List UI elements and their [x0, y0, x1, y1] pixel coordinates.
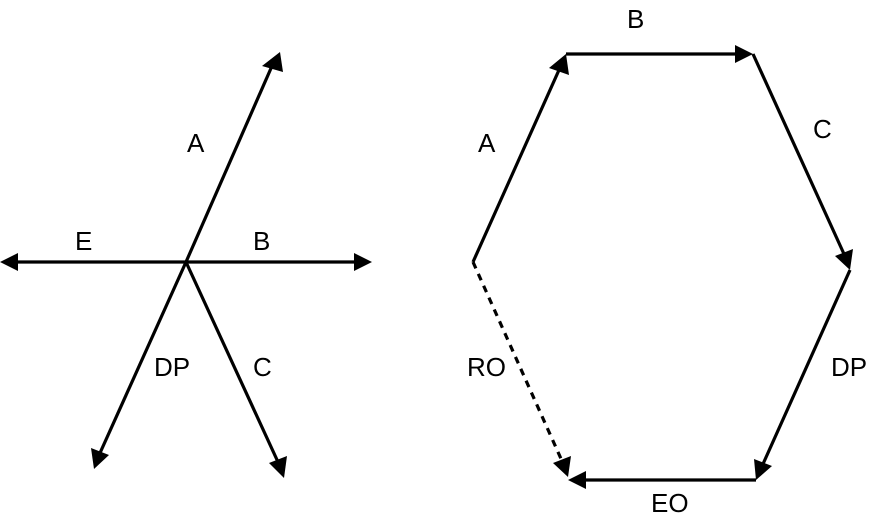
right-vector-a-arrowhead [549, 54, 569, 75]
right-vector-ro-line [471, 261, 564, 462]
left-vector-a-line [184, 65, 274, 263]
right-label-eo: EO [651, 488, 689, 518]
left-label-dp: DP [154, 352, 190, 382]
right-vector-c-arrowhead [835, 249, 853, 270]
right-vector-b-arrowhead [735, 45, 753, 63]
right-vector-c-line [751, 53, 846, 255]
left-diagram: A B C DP E [0, 52, 372, 478]
right-label-a: A [478, 128, 496, 158]
left-vector-a-arrowhead [262, 52, 283, 72]
left-label-c: C [253, 352, 272, 382]
right-label-dp: DP [831, 352, 867, 382]
right-vector-dp-line [761, 269, 852, 465]
right-vector-dp-arrowhead [754, 459, 772, 480]
left-vector-b-arrowhead [354, 253, 372, 271]
left-label-a: A [187, 128, 205, 158]
left-vector-dp-line [98, 261, 188, 454]
left-vector-c-arrowhead [269, 456, 287, 478]
right-label-c: C [813, 114, 832, 144]
right-label-b: B [627, 4, 644, 34]
left-vector-c-line [184, 261, 280, 463]
right-vector-ro-arrowhead [553, 456, 571, 477]
right-diagram: A B C DP EO RO [467, 4, 867, 518]
right-vector-a-line [471, 69, 561, 263]
right-label-ro: RO [467, 352, 506, 382]
right-vector-eo-arrowhead [568, 471, 586, 489]
left-label-e: E [75, 226, 92, 256]
left-label-b: B [253, 226, 270, 256]
left-vector-dp-arrowhead [91, 448, 109, 469]
left-vector-e-arrowhead [0, 253, 18, 271]
